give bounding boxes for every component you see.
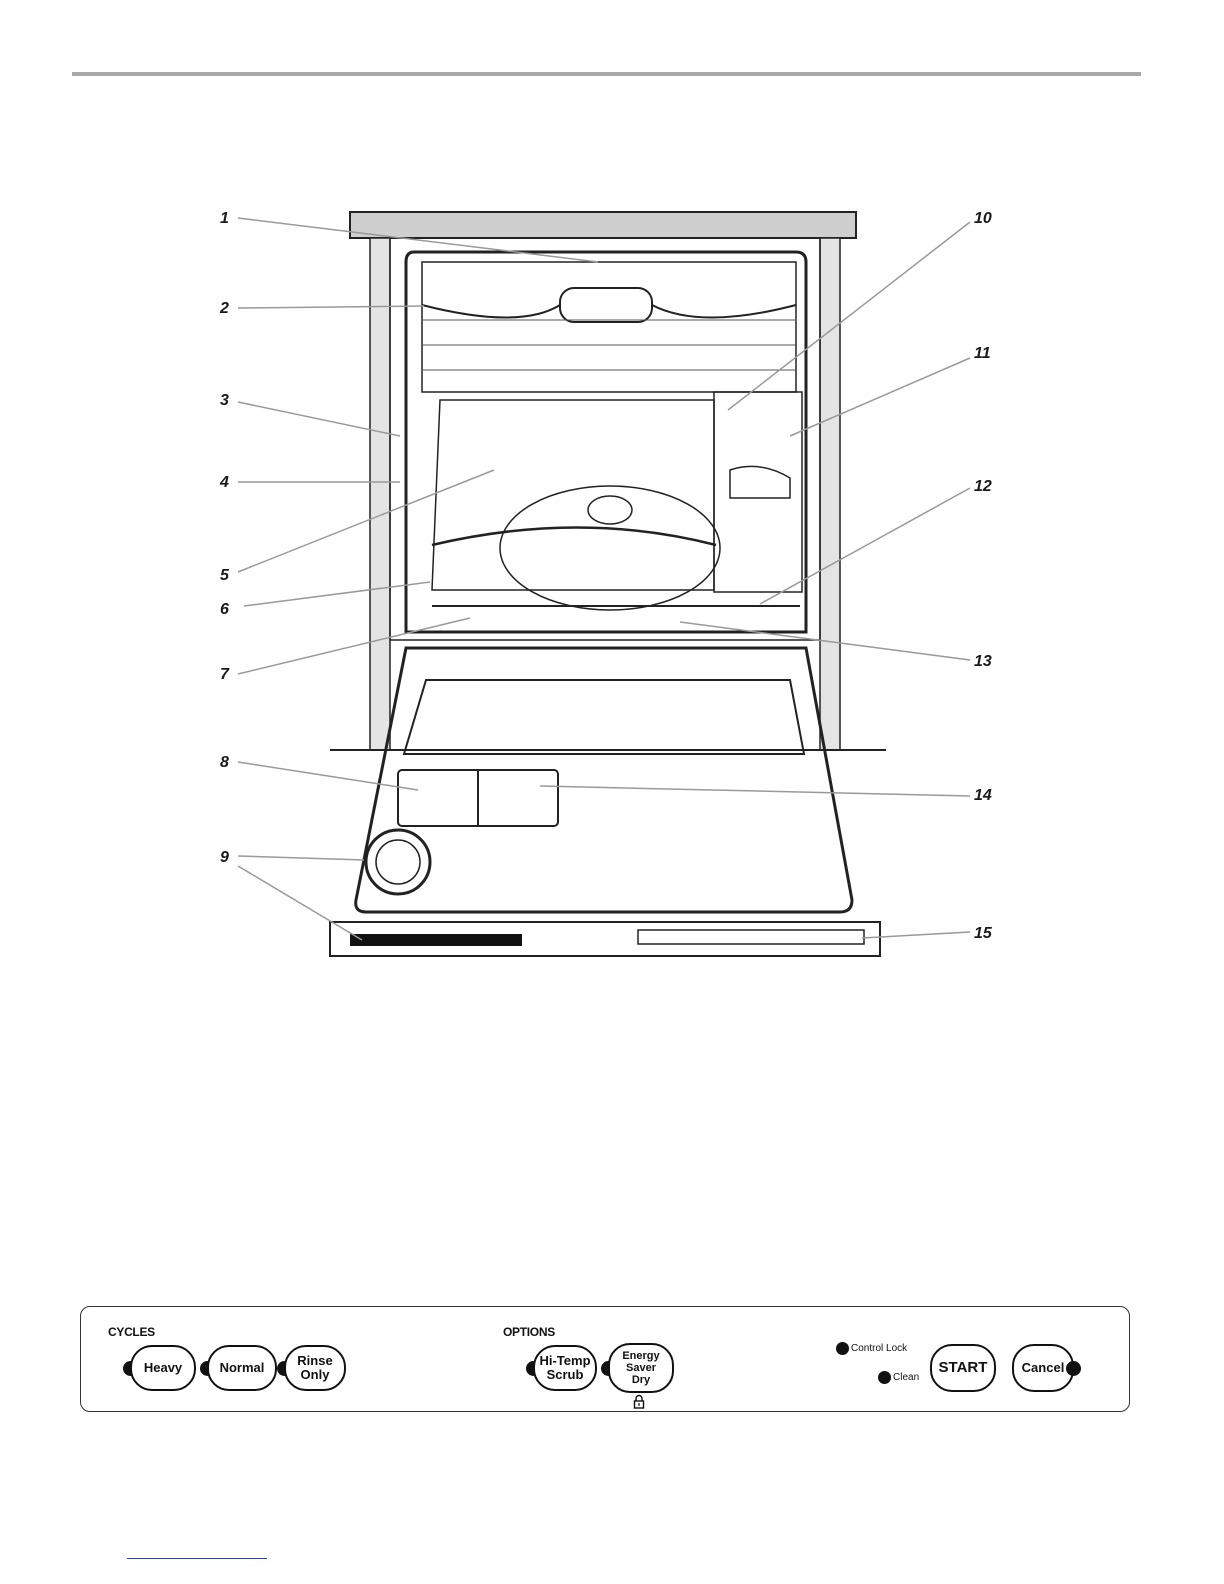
normal-button-label: Normal (220, 1361, 265, 1375)
hi-temp-scrub-label-wrap: Hi-Temp Scrub (539, 1354, 590, 1382)
callout-1: 1 (220, 210, 229, 228)
tub-interior (406, 252, 806, 632)
rinse-only-button[interactable]: Rinse Only (284, 1345, 346, 1391)
heavy-button[interactable]: Heavy (130, 1345, 196, 1391)
callout-10: 10 (974, 210, 992, 228)
heavy-button-label: Heavy (144, 1361, 182, 1375)
rinse-only-label-line1: Rinse (297, 1354, 332, 1368)
hi-temp-scrub-label-line2: Scrub (539, 1368, 590, 1382)
countertop (350, 212, 856, 238)
energy-saver-dry-label-line1: Energy (622, 1350, 659, 1362)
control-lock-label: Control Lock (851, 1343, 907, 1354)
callout-5: 5 (220, 567, 229, 585)
callout-3: 3 (220, 392, 229, 410)
callout-7: 7 (220, 666, 229, 684)
hi-temp-scrub-label-line1: Hi-Temp (539, 1354, 590, 1368)
callout-14: 14 (974, 787, 992, 805)
normal-button[interactable]: Normal (207, 1345, 277, 1391)
lower-rack (432, 400, 714, 590)
cycles-label: CYCLES (108, 1325, 155, 1339)
control-lock-led (836, 1342, 849, 1355)
energy-saver-dry-label-wrap: Energy Saver Dry (622, 1350, 659, 1386)
rinse-only-label-wrap: Rinse Only (297, 1354, 332, 1382)
tub-frame (390, 238, 820, 640)
right-side-panel (820, 238, 840, 750)
upper-rack (422, 262, 796, 392)
callout-15: 15 (974, 925, 992, 943)
energy-saver-dry-label-line3: Dry (622, 1374, 659, 1386)
start-button[interactable]: START (930, 1344, 996, 1392)
callout-9: 9 (220, 849, 229, 867)
left-side-panel (370, 238, 390, 750)
lower-spray-arm (500, 486, 720, 610)
callout-6: 6 (220, 601, 229, 619)
callout-11: 11 (974, 345, 991, 363)
door-inner (404, 680, 804, 754)
toe-vents (350, 934, 522, 946)
hi-temp-scrub-button[interactable]: Hi-Temp Scrub (533, 1345, 597, 1391)
silverware-basket (714, 392, 802, 592)
energy-saver-dry-button[interactable]: Energy Saver Dry (608, 1343, 674, 1393)
cancel-button[interactable]: Cancel (1012, 1344, 1074, 1392)
upper-rack-handle (560, 288, 652, 322)
options-label: OPTIONS (503, 1325, 555, 1339)
padlock-icon (632, 1394, 646, 1409)
dishwasher-diagram (0, 0, 1224, 1000)
callout-8: 8 (220, 754, 229, 772)
callout-13: 13 (974, 653, 992, 671)
energy-saver-dry-label-line2: Saver (622, 1362, 659, 1374)
door (356, 648, 852, 912)
clean-led (878, 1371, 891, 1384)
callout-12: 12 (974, 478, 992, 496)
rinse-only-label-line2: Only (297, 1368, 332, 1382)
clean-label: Clean (893, 1372, 919, 1383)
model-plate (638, 930, 864, 944)
callout-2: 2 (220, 300, 229, 318)
cancel-led (1066, 1361, 1081, 1376)
callout-4: 4 (220, 474, 229, 492)
footer-link-underline (127, 1558, 267, 1559)
start-button-label: START (939, 1361, 988, 1375)
cancel-button-label: Cancel (1022, 1361, 1065, 1375)
